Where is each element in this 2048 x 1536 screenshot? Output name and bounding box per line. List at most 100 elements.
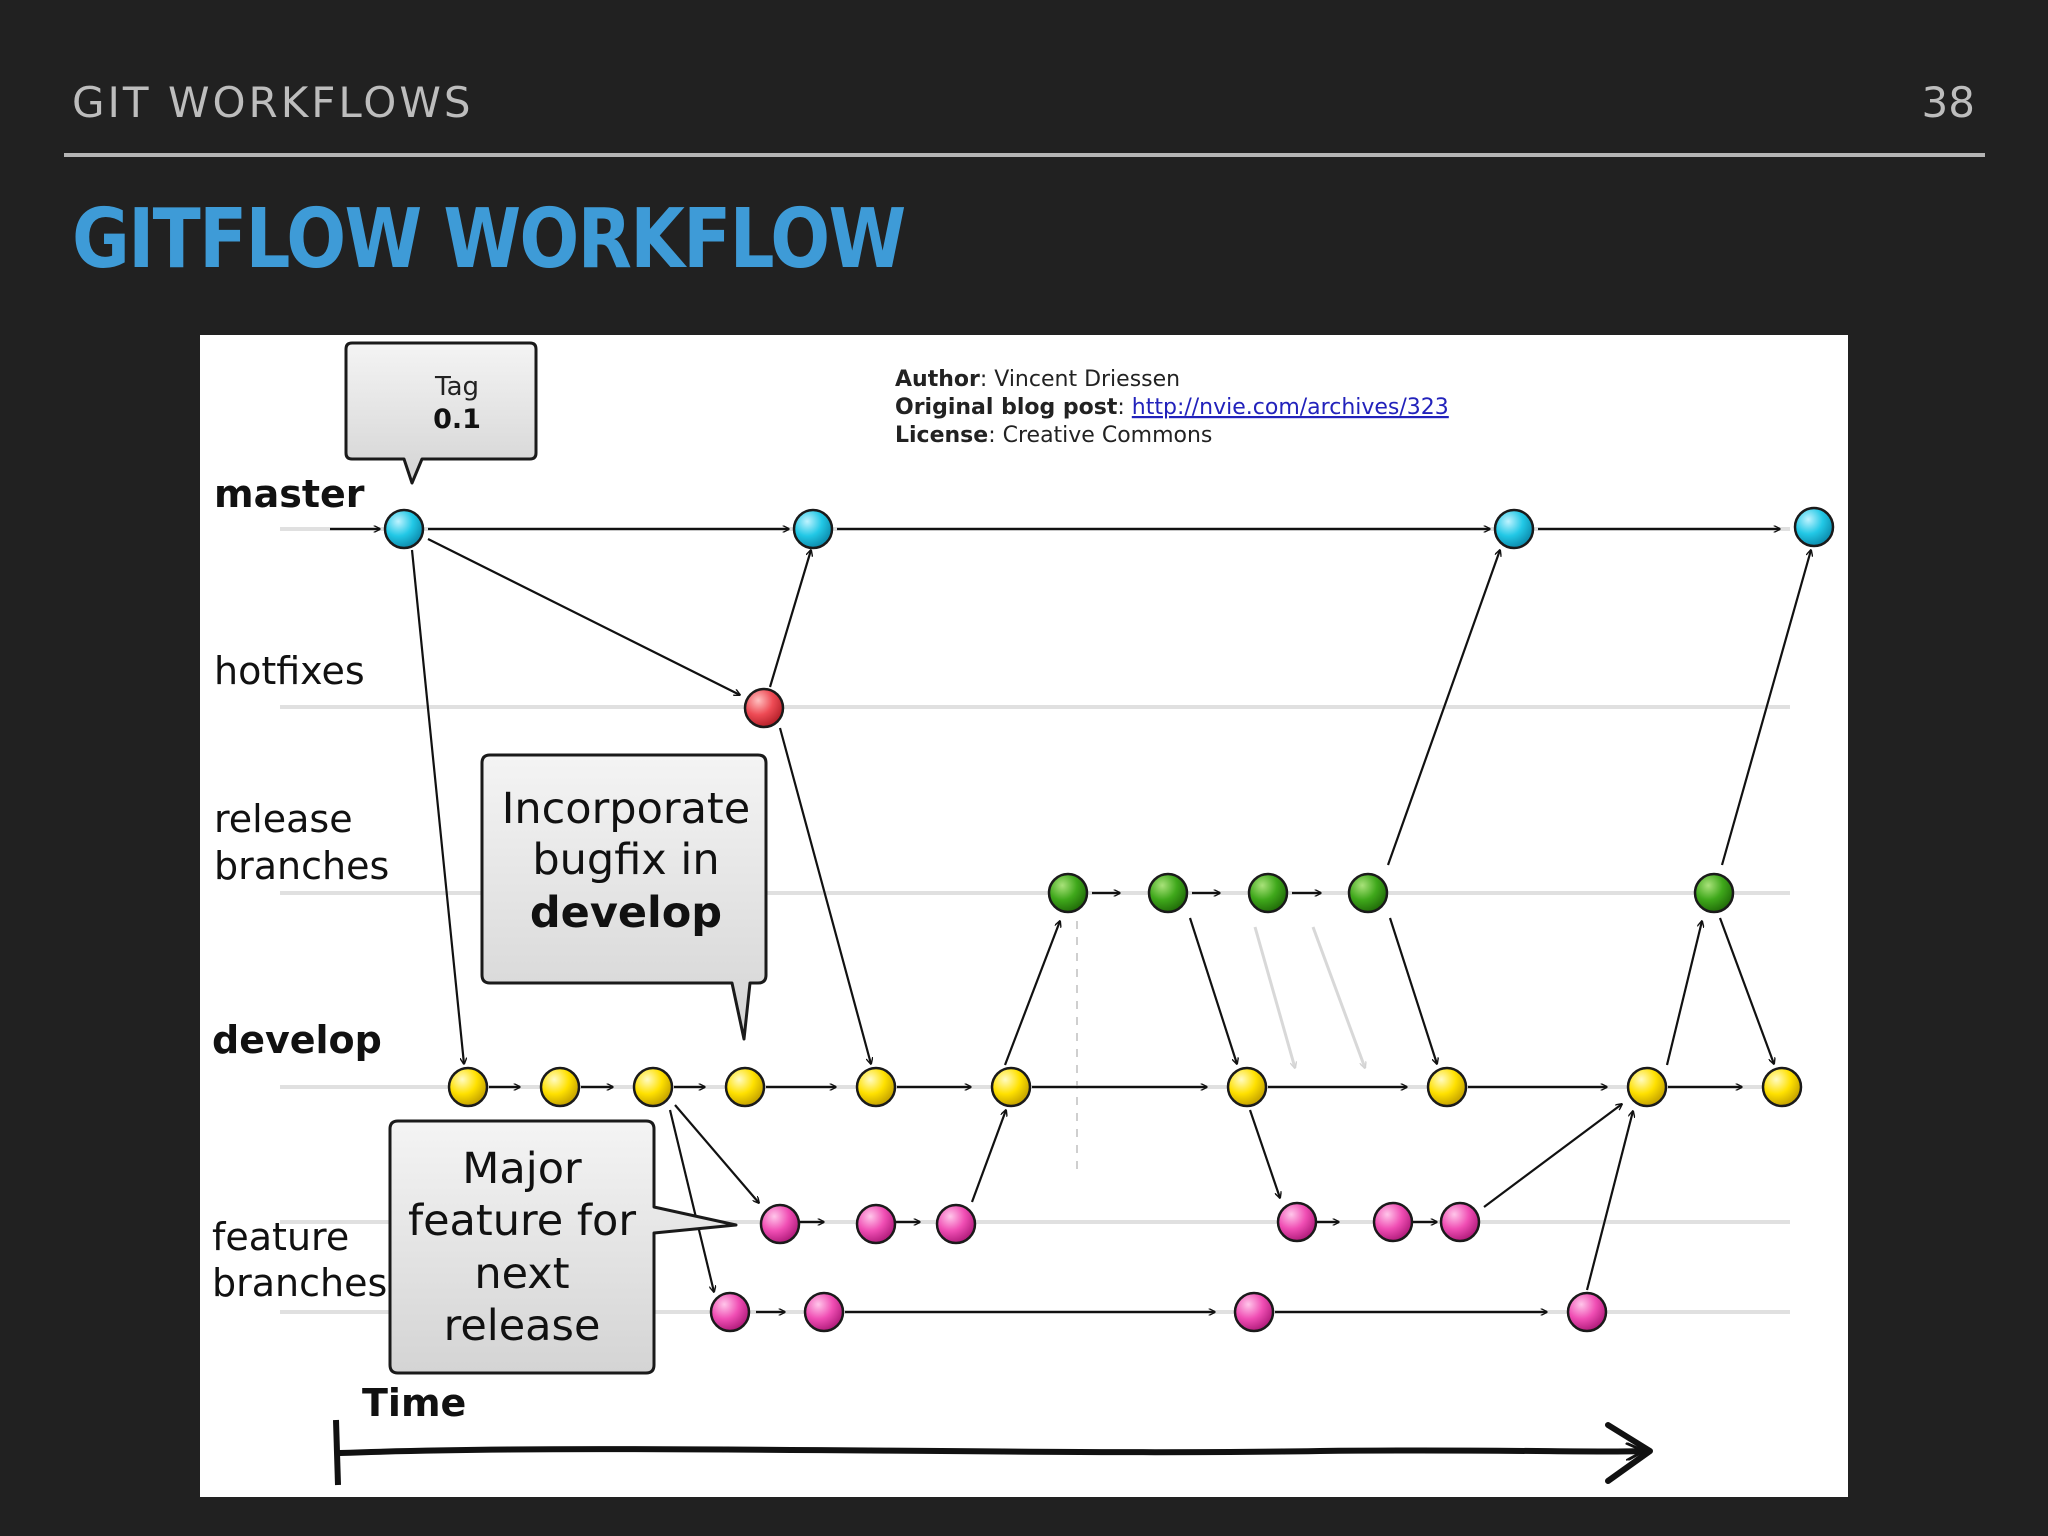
commit-feature-4: [1276, 1201, 1318, 1243]
credits: Author: Vincent Driessen Original blog p…: [895, 367, 1449, 448]
time-axis-start-tick: [333, 1419, 341, 1486]
credits-blog-link: http://nvie.com/archives/323: [1132, 395, 1449, 420]
feature-callout: Major feature for next release: [388, 1119, 738, 1375]
feature-callout-line2: feature for: [408, 1196, 636, 1246]
commits-release: [1047, 872, 1735, 914]
tag-callout-line1: Tag: [434, 372, 479, 402]
credits-author: Author: Vincent Driessen: [895, 367, 1180, 392]
commits-hotfix: [743, 687, 785, 729]
gitflow-diagram-svg: master hotfixes release branches develop…: [212, 341, 1835, 1486]
commit-feature-5: [1372, 1201, 1414, 1243]
commit-master-2: [792, 508, 834, 550]
label-hotfixes: hotfixes: [214, 649, 365, 693]
section-label: GIT WORKFLOWS: [72, 78, 474, 127]
label-release-line1: release: [214, 797, 353, 841]
commit-master-4: [1793, 506, 1835, 548]
credits-blog-label: Original blog post: [895, 395, 1118, 420]
commit-develop-10: [1761, 1066, 1803, 1108]
commit-feature-2: [855, 1203, 897, 1245]
feature-callout-line4: release: [444, 1301, 601, 1351]
credits-author-label: Author: [895, 367, 980, 392]
commit-release-5: [1693, 872, 1735, 914]
bugfix-callout-line3: develop: [530, 888, 722, 938]
credits-blog-sep: :: [1117, 395, 1131, 420]
commit-release-2: [1147, 872, 1189, 914]
branch-labels: master hotfixes release branches develop…: [212, 472, 389, 1305]
edge-dev-feature-2: [668, 1109, 714, 1292]
commit-master-1: [383, 508, 425, 550]
commit-feature-10: [1566, 1291, 1608, 1333]
commit-master-3: [1493, 508, 1535, 550]
time-label: Time: [362, 1381, 466, 1425]
label-feature-line2: branches: [212, 1261, 387, 1305]
commit-feature-6: [1439, 1201, 1481, 1243]
commit-develop-9: [1626, 1066, 1668, 1108]
gitflow-diagram: master hotfixes release branches develop…: [200, 335, 1848, 1497]
ghost-arrow-1: [1253, 926, 1295, 1068]
edge-release-dev-1: [1188, 917, 1237, 1064]
tag-callout: Tag 0.1: [344, 341, 538, 485]
commit-develop-6: [990, 1066, 1032, 1108]
label-release-line2: branches: [214, 844, 389, 888]
feature-callout-line3: next: [474, 1249, 569, 1299]
tag-callout-bubble: [344, 341, 538, 485]
ghost-arrow-2: [1311, 926, 1365, 1068]
edge-feat1-dev-2: [1483, 1104, 1622, 1208]
page-number: 38: [1921, 78, 1975, 127]
edge-dev-release-2: [1665, 921, 1702, 1066]
credits-author-value: : Vincent Driessen: [980, 367, 1180, 392]
credits-license-value: : Creative Commons: [988, 423, 1212, 448]
edge-dev-feature-3: [1248, 1109, 1280, 1198]
credits-blog: Original blog post: http://nvie.com/arch…: [895, 395, 1449, 420]
time-axis-arrowhead: [1605, 1422, 1653, 1484]
edge-feat2-dev: [1585, 1111, 1633, 1291]
commit-develop-1: [447, 1066, 489, 1108]
commit-develop-3: [632, 1066, 674, 1108]
commit-feature-7: [709, 1291, 751, 1333]
commit-develop-7: [1226, 1066, 1268, 1108]
edge-master-hotfix: [427, 538, 740, 695]
bugfix-callout-bubble: [480, 753, 768, 1041]
edge-feat1-dev-1: [970, 1110, 1006, 1203]
commit-edges: [330, 529, 1811, 1312]
commits-develop: [447, 1066, 1803, 1108]
label-develop: develop: [212, 1018, 382, 1062]
edge-dev-release: [1003, 921, 1060, 1066]
edge-release-master-2: [1720, 550, 1811, 866]
commit-release-4: [1347, 872, 1389, 914]
commit-develop-8: [1426, 1066, 1468, 1108]
edge-release2-dev: [1718, 917, 1774, 1064]
time-axis-line: [337, 1449, 1645, 1453]
commit-release-1: [1047, 872, 1089, 914]
commit-feature-8: [803, 1291, 845, 1333]
commits-feature: [709, 1201, 1608, 1333]
commit-hotfix-1: [743, 687, 785, 729]
commit-develop-4: [724, 1066, 766, 1108]
commit-release-3: [1247, 872, 1289, 914]
header-divider: [64, 153, 1985, 157]
feature-callout-line1: Major: [462, 1144, 582, 1194]
edge-dev-feature-1: [674, 1104, 759, 1203]
slide-title: GITFLOW WORKFLOW: [72, 192, 906, 287]
edge-release-master-1: [1386, 550, 1500, 866]
bugfix-callout-line1: Incorporate: [502, 784, 751, 834]
commit-feature-3: [935, 1203, 977, 1245]
feature-callout-bubble: [388, 1119, 738, 1375]
edge-hotfix-develop: [778, 727, 871, 1064]
ghost-arrows: [1253, 926, 1365, 1068]
commit-feature-9: [1233, 1291, 1275, 1333]
commit-feature-1: [759, 1203, 801, 1245]
edge-release-dev-2: [1388, 917, 1437, 1064]
label-master: master: [214, 472, 365, 516]
bugfix-callout: Incorporate bugfix in develop: [480, 753, 768, 1041]
tag-callout-line2: 0.1: [433, 404, 481, 435]
label-feature-line1: feature: [212, 1215, 349, 1259]
credits-license-label: License: [895, 423, 988, 448]
commits-master: [383, 506, 1835, 550]
credits-license: License: Creative Commons: [895, 423, 1212, 448]
edge-master-develop: [410, 549, 464, 1064]
commit-develop-2: [539, 1066, 581, 1108]
edge-hotfix-master: [768, 550, 811, 688]
bugfix-callout-line2: bugfix in: [532, 835, 719, 885]
time-axis: Time: [333, 1381, 1653, 1486]
